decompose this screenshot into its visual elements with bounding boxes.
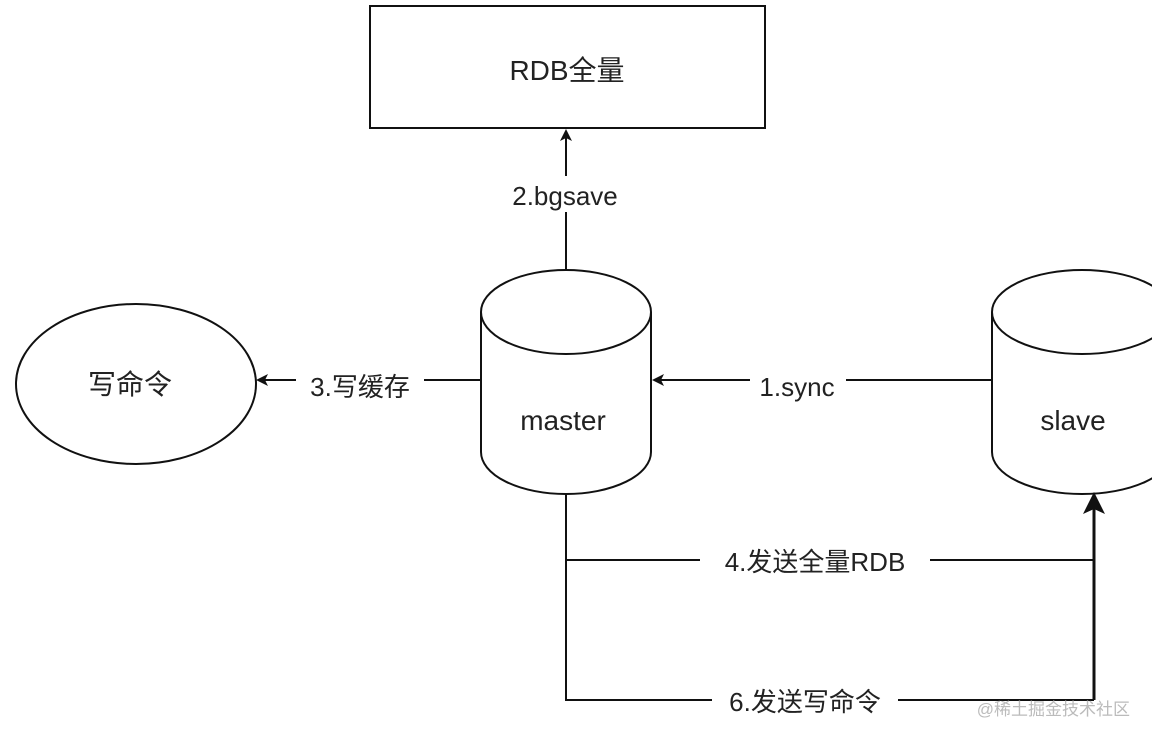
slave-label: slave [1040, 405, 1105, 436]
edge-bgsave: 2.bgsave [495, 129, 635, 270]
rdb-label: RDB全量 [509, 55, 624, 86]
rdb-node: RDB全量 [369, 5, 766, 129]
edge-send-command: 6.发送写命令 [712, 684, 898, 720]
edge-write-cache: 3.写缓存 [256, 366, 481, 402]
send-rdb-label: 4.发送全量RDB [725, 547, 906, 577]
master-node: master [480, 269, 652, 495]
write-command-label: 写命令 [88, 369, 172, 400]
edge-sync: 1.sync [652, 366, 992, 402]
bgsave-label: 2.bgsave [512, 181, 618, 211]
write-command-node: 写命令 [15, 303, 257, 465]
master-label: master [520, 405, 606, 436]
sync-label: 1.sync [759, 372, 834, 402]
slave-node: slave [991, 269, 1152, 495]
edge-send-rdb: 4.发送全量RDB [565, 492, 1105, 701]
watermark: @稀土掘金技术社区 [977, 700, 1130, 719]
send-command-label: 6.发送写命令 [729, 687, 881, 717]
write-cache-label: 3.写缓存 [310, 372, 410, 402]
